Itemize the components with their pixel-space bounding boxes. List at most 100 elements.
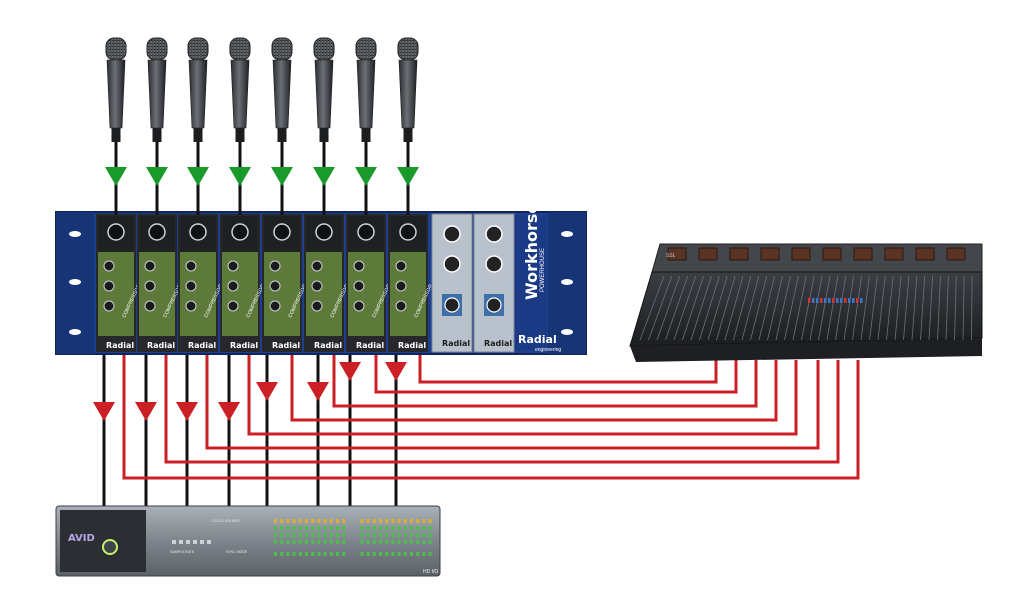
console-button[interactable] [832,298,835,303]
compressor-knob[interactable] [311,300,323,312]
gain-knob[interactable] [189,223,207,241]
mode-button[interactable] [193,540,197,544]
compressor-knob[interactable] [269,300,281,312]
rack-screw [561,231,573,237]
console-button[interactable] [852,298,855,303]
send-cable [290,352,778,422]
compressor-knob[interactable] [185,300,197,312]
meter-led [403,540,407,544]
meter-led [323,552,327,556]
meter-led [286,533,290,537]
module-green-panel [306,252,342,336]
mic-connector [361,128,371,142]
module-green-panel [348,252,384,336]
meter-led [292,519,296,523]
eq-knob[interactable] [486,297,502,313]
compressor-knob[interactable] [353,300,365,312]
mic-connector [319,128,329,142]
console-button[interactable] [828,298,831,303]
console-button[interactable] [824,298,827,303]
mic-connector [111,128,121,142]
console-button[interactable] [848,298,851,303]
gain-knob[interactable] [148,223,166,241]
compressor-knob[interactable] [144,260,156,272]
meter-led [366,552,370,556]
eq-knob[interactable] [485,225,503,243]
meter-led [323,526,327,530]
eq-knob[interactable] [444,297,460,313]
eq-knob[interactable] [443,225,461,243]
compressor-knob[interactable] [395,300,407,312]
mode-button[interactable] [186,540,190,544]
compressor-knob[interactable] [103,300,115,312]
compressor-knob[interactable] [395,280,407,292]
compressor-knob[interactable] [353,260,365,272]
mode-button[interactable] [207,540,211,544]
meter-led [410,519,413,523]
module-green-panel [264,252,300,336]
mode-button[interactable] [179,540,183,544]
meter-led [385,519,389,523]
console-channel-strip [733,275,752,341]
console-button[interactable] [844,298,847,303]
mic-connector [277,128,287,142]
gain-knob[interactable] [315,223,333,241]
compressor-knob[interactable] [227,280,239,292]
compressor-knob[interactable] [395,260,407,272]
compressor-knob[interactable] [144,300,156,312]
gain-knob[interactable] [107,223,125,241]
compressor-knob[interactable] [103,280,115,292]
mic-grille [355,37,377,61]
module-green-panel [222,252,258,336]
meter-led [292,552,296,556]
compressor-knob[interactable] [227,300,239,312]
console-button[interactable] [820,298,823,303]
gain-knob[interactable] [399,223,417,241]
interface-meters [172,519,432,556]
meter-led [360,526,364,530]
meter-led [397,526,401,530]
compressor-knob[interactable] [185,260,197,272]
compressor-knob[interactable] [269,260,281,272]
console-meter [760,247,780,261]
power-button[interactable] [102,539,118,555]
console-button[interactable] [840,298,843,303]
gain-knob[interactable] [231,223,249,241]
compressor-knob[interactable] [185,280,197,292]
mic-connector [152,128,162,142]
wiring-layer [102,352,860,508]
console-meter [698,247,718,261]
console-button[interactable] [860,298,863,303]
console-channel-strip [750,275,768,341]
compressor-knob[interactable] [311,280,323,292]
compressor-knob[interactable] [353,280,365,292]
mode-button[interactable] [172,540,176,544]
console-button[interactable] [808,298,811,303]
console-button[interactable] [812,298,815,303]
compressor-knob[interactable] [144,280,156,292]
microphone [355,37,377,215]
gain-knob[interactable] [357,223,375,241]
meter-led [366,533,370,537]
compressor-knob[interactable] [311,260,323,272]
interface-logo: AVID [68,533,95,544]
eq-knob[interactable] [485,255,503,273]
section-mid-text: SYNC MODE [226,550,248,554]
module-green-panel [98,252,134,336]
meter-led [298,533,302,537]
console-button[interactable] [816,298,819,303]
module-brand: Radial [147,341,175,350]
compressor-knob[interactable] [227,260,239,272]
console-button[interactable] [836,298,839,303]
eq-knob[interactable] [443,255,461,273]
compressor-knob[interactable] [269,280,281,292]
meter-led [305,552,308,556]
avid-hd-io-interface: AVID CLOCK SOURCE SAMPLE RATE SYNC MODE … [55,505,441,577]
console-button[interactable] [856,298,859,303]
gain-knob[interactable] [273,223,291,241]
compressor-knob[interactable] [103,260,115,272]
mode-button[interactable] [200,540,204,544]
